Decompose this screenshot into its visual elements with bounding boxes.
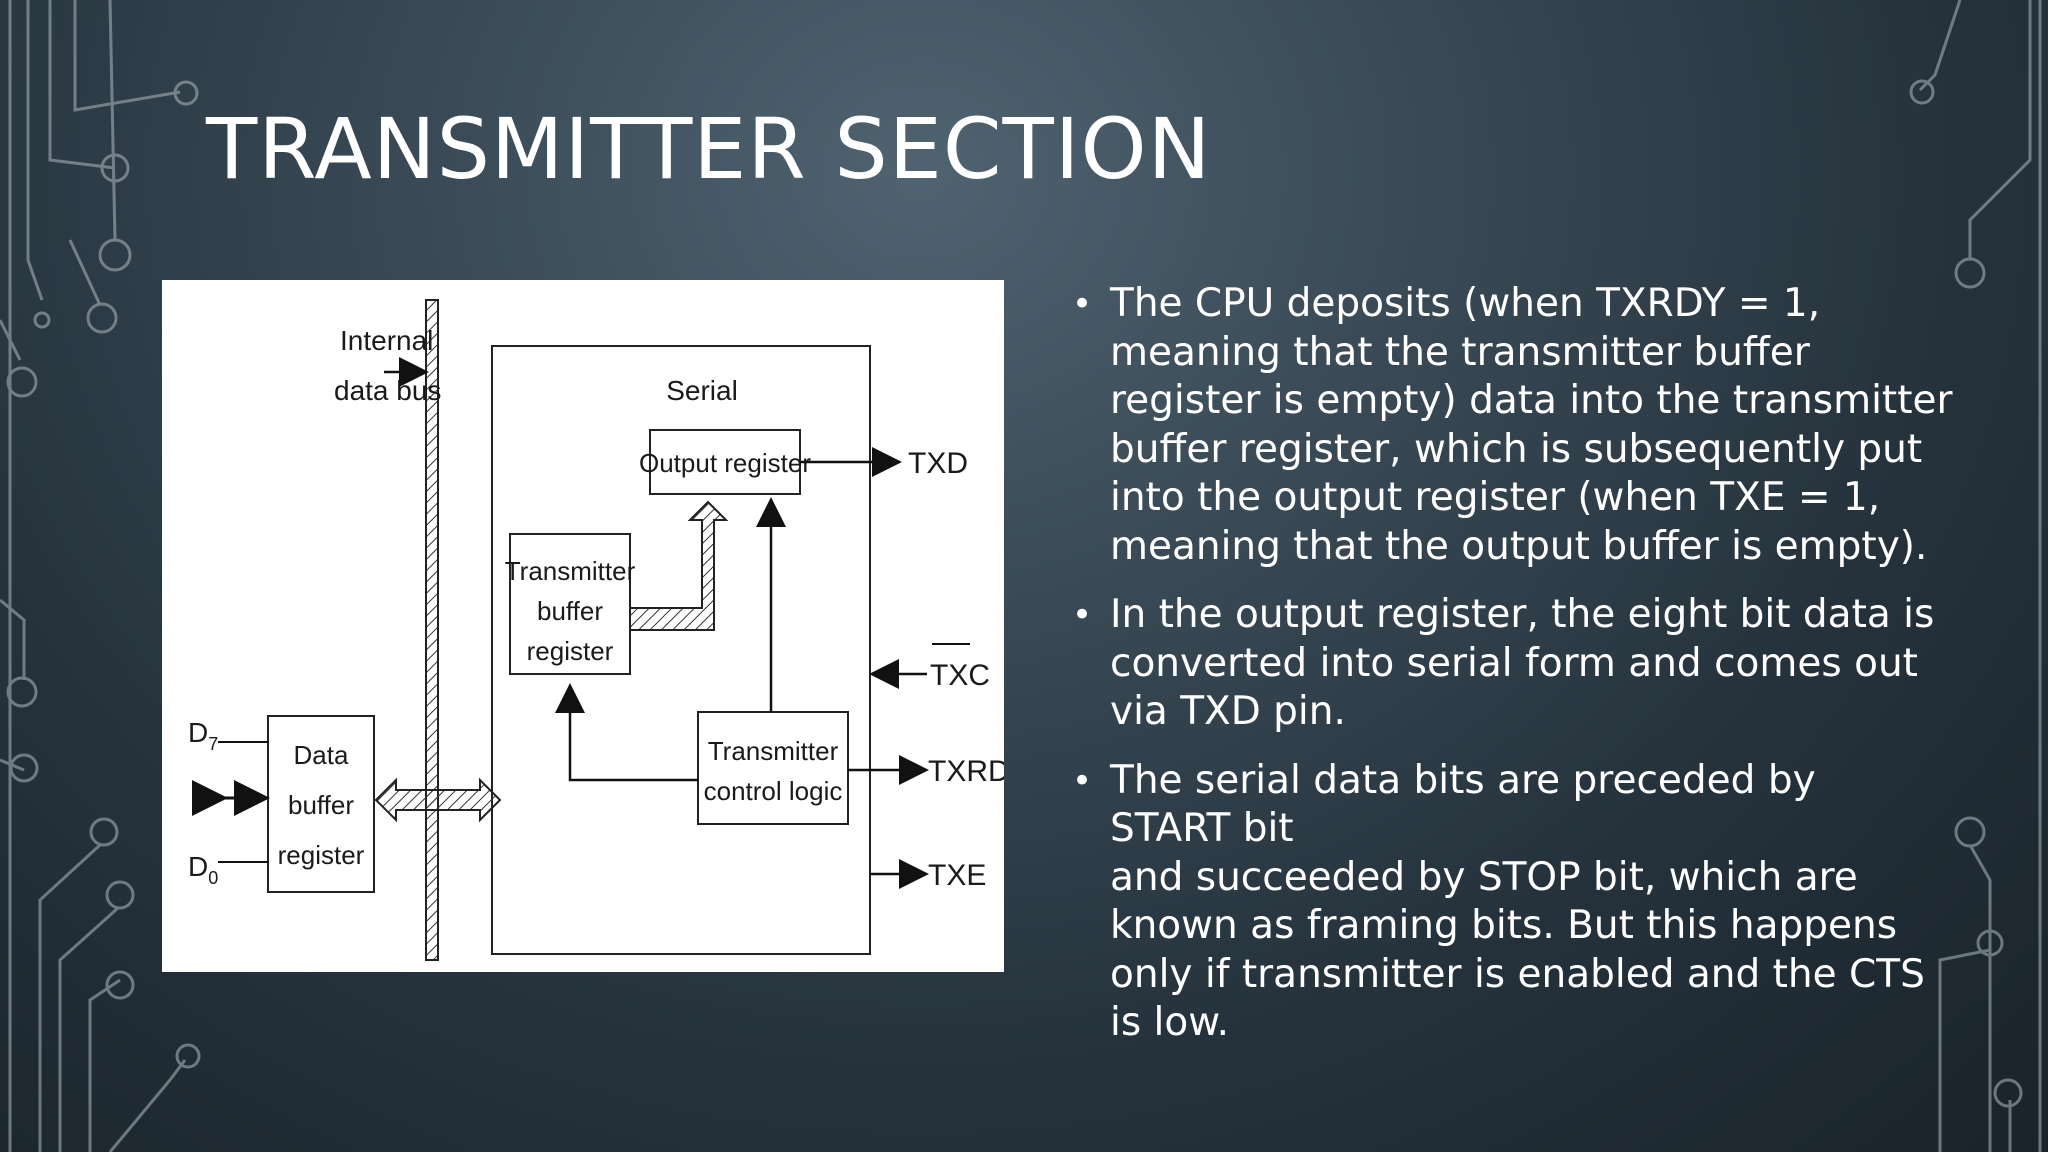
bullet-text-line: meaning that the output buffer is empty)… — [1110, 523, 1928, 569]
bullet-text-line: meaning that the transmitter buffer — [1110, 329, 1810, 375]
data-buffer-label: register — [278, 840, 365, 870]
transmitter-buffer-label: register — [527, 636, 614, 666]
bullet-item: • In the output register, the eight bit … — [1066, 591, 1966, 737]
control-logic-label: control logic — [704, 776, 843, 806]
bullet-text-line: and succeeded by STOP bit, which are — [1110, 854, 1858, 900]
bullet-dot: • — [1072, 284, 1093, 324]
transmitter-buffer-label: Transmitter — [505, 556, 636, 586]
txrdy-label: TXRDY — [928, 755, 1004, 788]
bullet-text-line: The CPU deposits (when TXRDY = 1, — [1110, 281, 1821, 326]
txe-label: TXE — [928, 859, 986, 892]
internal-data-bus-label: Internal — [340, 325, 433, 356]
control-logic-label: Transmitter — [708, 736, 839, 766]
control-to-buffer-arrow — [555, 683, 698, 782]
diagram-svg: Internal data bus Serial Output register… — [188, 299, 1004, 961]
bullet-text-line: START bit — [1110, 806, 1294, 851]
serial-box — [491, 345, 871, 955]
transmitter-control-logic-box — [697, 711, 849, 825]
serial-label: Serial — [666, 375, 738, 406]
d0-label: D0 — [188, 851, 218, 888]
bullet-text-line: known as framing bits. But this happens — [1110, 903, 1898, 948]
d7-label: D7 — [188, 717, 218, 754]
bullet-dot: • — [1072, 760, 1093, 801]
buffer-to-output-arrow — [629, 500, 729, 631]
bullet-text-line: is low. — [1110, 1000, 1229, 1045]
bullet-item: • The serial data bits are preceded by S… — [1066, 757, 1966, 1048]
bullet-text-line: into the output register (when TXE = 1, — [1110, 475, 1881, 520]
bullet-list: • The CPU deposits (when TXRDY = 1, mean… — [1066, 280, 1966, 1068]
bullet-text-line: In the output register, the eight bit da… — [1110, 592, 1935, 637]
bullet-text-line: converted into serial form and comes out — [1110, 640, 1918, 686]
internal-data-bus-label: data bus — [334, 375, 441, 406]
output-register-label: Output register — [639, 448, 811, 478]
bullet-text-line: register is empty) data into the transmi… — [1110, 378, 1953, 423]
transmitter-block-diagram: Internal data bus Serial Output register… — [162, 280, 1004, 972]
slide-title: TRANSMITTER SECTION — [206, 100, 1212, 198]
transmitter-buffer-register-box — [509, 533, 631, 675]
bus-bidirectional-arrow — [374, 777, 502, 823]
transmitter-buffer-label: buffer — [537, 596, 603, 626]
bullet-dot: • — [1072, 595, 1093, 635]
bullet-text-line: buffer register, which is subsequently p… — [1110, 426, 1923, 472]
txc-label: TXC — [930, 659, 990, 692]
bullet-item: • The CPU deposits (when TXRDY = 1, mean… — [1066, 280, 1966, 571]
bullet-text-line: The serial data bits are preceded by — [1110, 757, 1816, 803]
txd-label: TXD — [908, 447, 968, 480]
data-buffer-label: Data — [294, 740, 349, 770]
data-buffer-label: buffer — [288, 790, 354, 820]
bullet-text-line: via TXD pin. — [1110, 689, 1346, 734]
bullet-text-line: only if transmitter is enabled and the C… — [1110, 951, 1925, 997]
